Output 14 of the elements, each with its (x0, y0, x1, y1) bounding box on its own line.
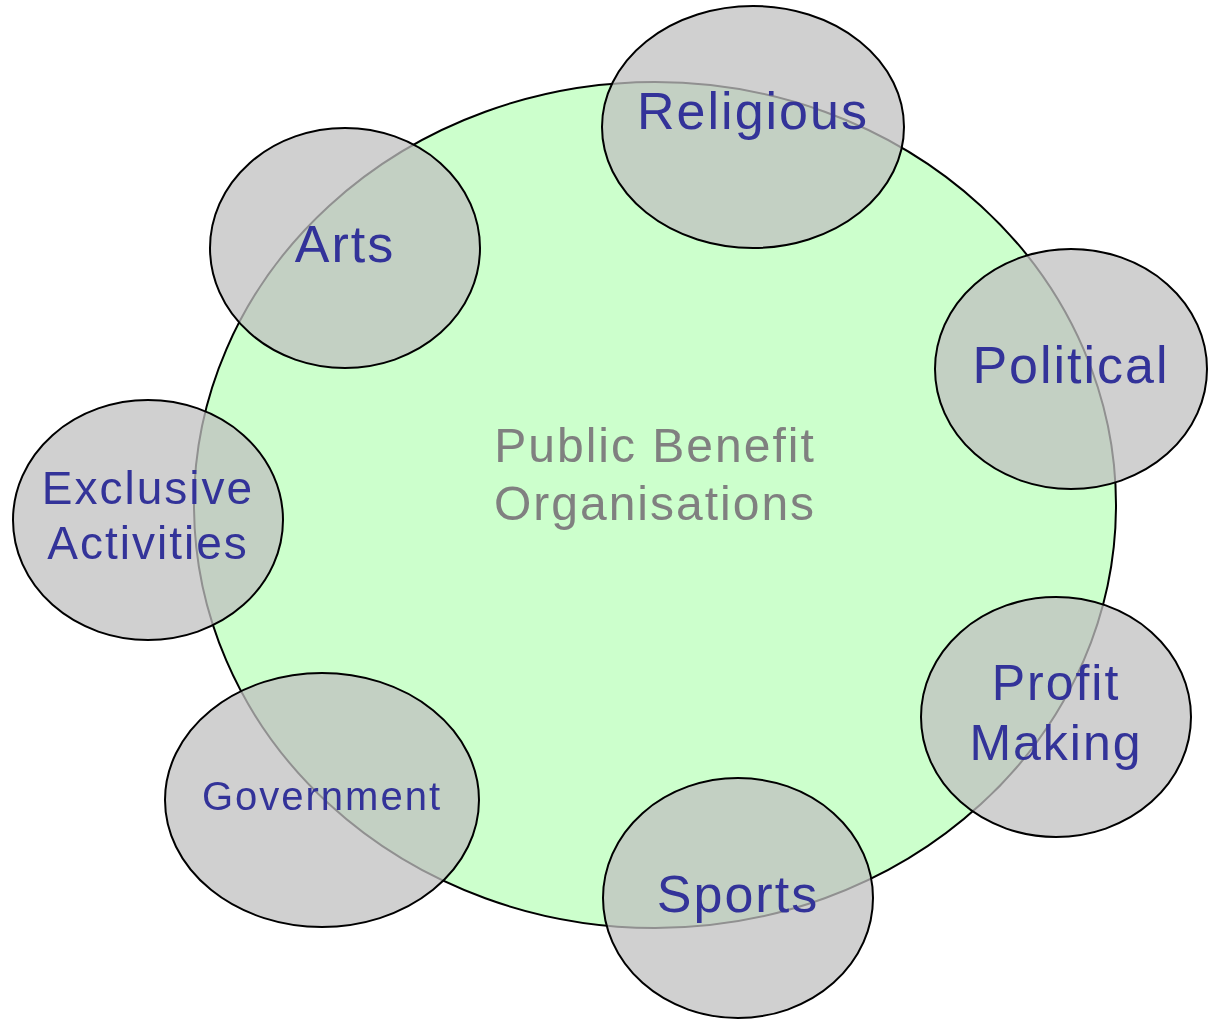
node-label: Arts (294, 213, 396, 275)
node-label: Public Benefit Organisations (492, 418, 818, 532)
ellipse (920, 596, 1192, 838)
ellipse (934, 248, 1208, 490)
node-label: Profit Making (968, 654, 1144, 773)
node-label: Sports (656, 863, 820, 925)
node-label: Government (201, 773, 443, 820)
node-label: Political (972, 334, 1170, 396)
ellipse (12, 399, 284, 641)
ellipse (602, 777, 874, 1019)
ellipse (164, 672, 480, 928)
node-label: Religious (637, 80, 869, 142)
node-label: Exclusive Activities (40, 460, 256, 571)
ellipse (601, 5, 905, 249)
